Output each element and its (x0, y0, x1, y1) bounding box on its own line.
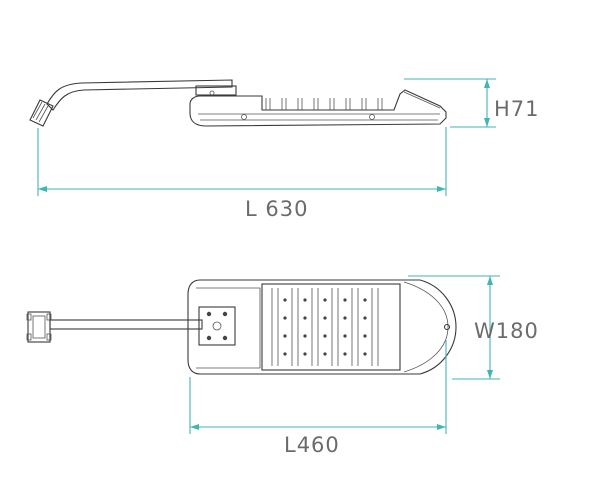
side-view-arm-joint (195, 85, 237, 96)
top-length-dimension-label: L460 (284, 433, 340, 457)
height-dimension-label: H71 (494, 97, 540, 121)
top-view-housing (187, 279, 457, 375)
top-view-mount-plate (198, 306, 236, 346)
height-dimension (404, 78, 496, 128)
side-view-fins (265, 98, 383, 110)
top-view-led-dots (283, 298, 367, 356)
side-view: H71 L 630 (29, 78, 540, 221)
side-view-arm (46, 79, 233, 111)
top-view-arm (49, 319, 203, 330)
side-view-housing (189, 89, 447, 127)
side-length-dimension (37, 127, 447, 196)
top-view: W180 L460 (26, 275, 539, 457)
top-view-clamp (26, 311, 52, 343)
side-length-dimension-label: L 630 (245, 197, 308, 221)
width-dimension-label: W180 (474, 319, 539, 343)
width-dimension (408, 275, 500, 380)
top-length-dimension (189, 340, 447, 434)
side-view-clamp (29, 99, 54, 127)
top-view-led-rows (271, 288, 379, 366)
top-view-led-panel (261, 283, 401, 371)
